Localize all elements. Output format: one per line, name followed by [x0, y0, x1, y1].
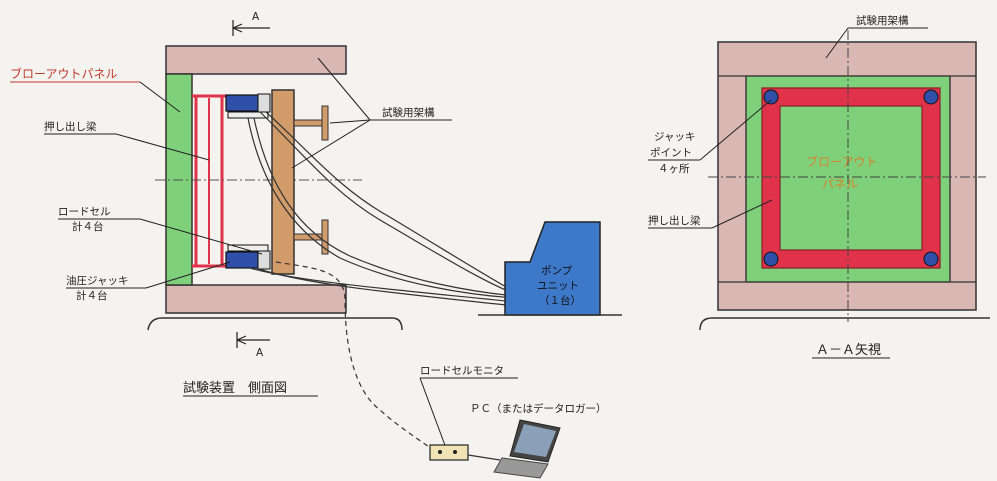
signal-cable: [275, 261, 434, 451]
aa-frame-leader: [825, 27, 849, 59]
aa-push-beam-label: 押し出し梁: [648, 214, 701, 227]
aa-view: 試験用架構 ジャッキ ポイント ４ヶ所 ブローアウト パネル 押し出し梁 Ａ－Ａ…: [648, 14, 990, 359]
pump-label-3: （１台）: [539, 294, 581, 307]
load-cell-label: ロードセル: [58, 206, 111, 218]
pump-label-1: ポンプ: [541, 265, 573, 277]
frame-bracket-upper: [293, 105, 329, 141]
hydraulic-jack-top: [225, 93, 271, 119]
ground-line-right: [699, 317, 990, 331]
hydraulic-jack-leader: [145, 261, 231, 289]
pump-label-2: ユニット: [537, 280, 579, 292]
hydraulic-hoses: [247, 111, 516, 307]
monitor-leader: [419, 377, 447, 449]
reaction-post: [271, 89, 295, 275]
aa-frame-label: 試験用架構: [856, 14, 909, 27]
frame-bottom-beam: [165, 284, 347, 314]
frame-top-beam: [165, 45, 347, 75]
pc-label: ＰＣ（またはデータロガー）: [470, 402, 607, 415]
frame-leader-2: [329, 119, 371, 124]
aa-jack-point-tl: [763, 89, 779, 105]
push-beam-leader: [115, 133, 210, 161]
section-mark-bottom: A: [256, 347, 264, 359]
aa-jack-point-label-3: ４ヶ所: [658, 163, 690, 175]
side-view-title: 試験装置 側面図: [183, 380, 287, 396]
load-cell-count: 計４台: [72, 220, 104, 233]
section-arrow-top: [232, 20, 270, 36]
side-view: A A ブローアウトパネル 押し出し梁 ロードセル 計４台 油圧ジャッキ 計４台…: [10, 11, 622, 479]
hydraulic-jack-label: 油圧ジャッキ: [66, 274, 128, 287]
hydraulic-jack-bottom: [225, 244, 271, 270]
aa-jack-point-leader: [699, 99, 772, 161]
aa-push-beam-leader: [711, 199, 773, 229]
load-cell-leader: [139, 218, 263, 255]
aa-panel-label-2: パネル: [822, 177, 858, 191]
aa-jack-point-br: [923, 251, 939, 267]
section-mark-top: A: [252, 11, 260, 23]
blowout-panel-label: ブローアウトパネル: [10, 66, 118, 81]
pump-unit: [478, 221, 622, 316]
aa-jack-point-label-1: ジャッキ: [654, 131, 695, 143]
load-cell-monitor: [429, 444, 501, 461]
hydraulic-jack-count: 計４台: [76, 289, 108, 302]
frame-label-side: 試験用架構: [382, 106, 435, 119]
aa-view-title: Ａ－Ａ矢視: [816, 343, 881, 358]
aa-panel-label-1: ブローアウト: [806, 154, 878, 169]
section-arrow-bottom: [236, 332, 270, 348]
push-beam-side: [192, 94, 226, 268]
aa-jack-point-label-2: ポイント: [650, 147, 692, 159]
aa-jack-point-bl: [763, 251, 779, 267]
frame-leader-3: [291, 119, 371, 169]
frame-leader-1: [317, 57, 371, 121]
aa-push-beam: [761, 87, 941, 269]
ground-line-left: [147, 317, 403, 331]
push-beam-label: 押し出し梁: [44, 120, 97, 133]
aa-jack-point-tr: [923, 89, 939, 105]
load-cell-monitor-label: ロードセルモニタ: [420, 365, 504, 377]
laptop-icon: [493, 419, 561, 479]
